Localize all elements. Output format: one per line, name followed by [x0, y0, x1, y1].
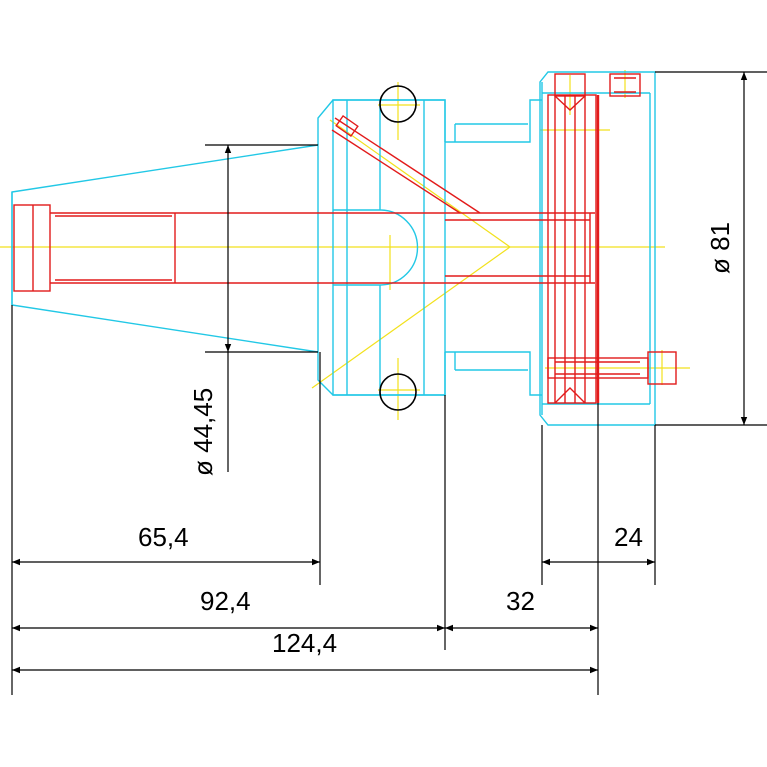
- dim-label-124-4: 124,4: [272, 628, 337, 658]
- dim-label-32: 32: [506, 586, 535, 616]
- internal-parts: [13, 73, 677, 404]
- bottom-ball: [379, 373, 417, 411]
- dim-label-dia-81: ø 81: [705, 222, 735, 274]
- dimension-lines: [12, 72, 748, 674]
- centerlines: [0, 70, 690, 420]
- dim-label-24: 24: [614, 522, 643, 552]
- balls: [379, 85, 417, 411]
- dim-label-65-4: 65,4: [138, 522, 189, 552]
- dim-label-dia-44-45: ø 44,45: [188, 388, 218, 476]
- top-ball: [379, 85, 417, 123]
- holder-outline: [11, 71, 656, 426]
- dim-label-92-4: 92,4: [200, 586, 251, 616]
